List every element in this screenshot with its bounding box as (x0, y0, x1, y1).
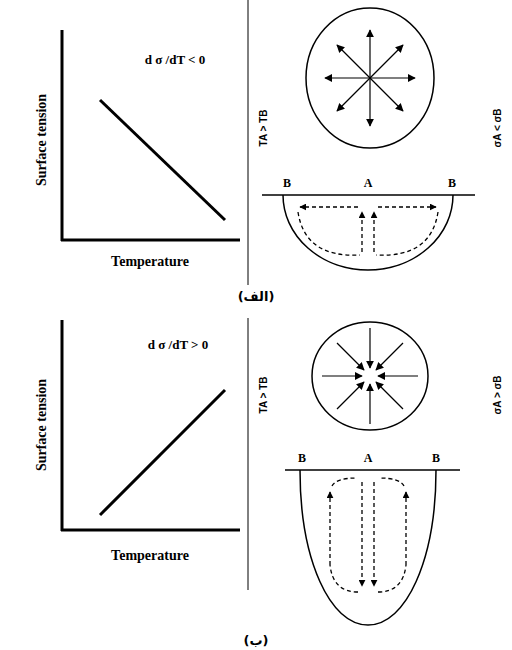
point-label: B (283, 176, 291, 191)
surface-line (262, 194, 475, 196)
outward-arrows (325, 30, 415, 126)
condition-label: TA > TB (258, 110, 269, 147)
graph-b (61, 320, 240, 531)
graph-a (61, 30, 240, 241)
trend-line (100, 100, 225, 220)
y-axis (61, 320, 64, 531)
axis-title: Temperature (111, 254, 189, 270)
condition-label: σA < σB (492, 108, 503, 147)
top-view-b (312, 322, 428, 430)
point-label: B (448, 176, 456, 191)
point-label: A (364, 176, 373, 191)
panel-divider (248, 318, 249, 590)
slope-label: d σ /dT > 0 (148, 337, 209, 353)
x-axis (61, 239, 240, 242)
condition-label: σA > σB (492, 375, 503, 414)
pool-outline (306, 8, 434, 148)
point-label: A (364, 451, 373, 466)
point-label: B (298, 451, 306, 466)
trend-line (100, 390, 225, 515)
flow-loops (330, 478, 406, 592)
pool-section (300, 470, 436, 625)
surface-line (285, 469, 460, 471)
section-a (262, 195, 475, 270)
slope-label: d σ /dT < 0 (145, 52, 206, 68)
flow-loops (298, 207, 438, 255)
axis-title: Surface tension (34, 379, 50, 471)
pool-outline (312, 322, 428, 430)
panel-divider (248, 0, 249, 285)
inward-arrows (322, 328, 418, 424)
panel-caption: (الف) (238, 289, 275, 304)
axis-title: Temperature (111, 548, 189, 564)
top-view-a (306, 8, 434, 148)
section-b (285, 470, 460, 625)
point-label: B (432, 451, 440, 466)
axis-title: Surface tension (34, 94, 50, 186)
condition-label: TA > TB (258, 377, 269, 414)
panel-caption: (ب) (244, 633, 269, 648)
x-axis (61, 529, 240, 532)
pool-section (283, 195, 453, 270)
y-axis (61, 30, 64, 241)
